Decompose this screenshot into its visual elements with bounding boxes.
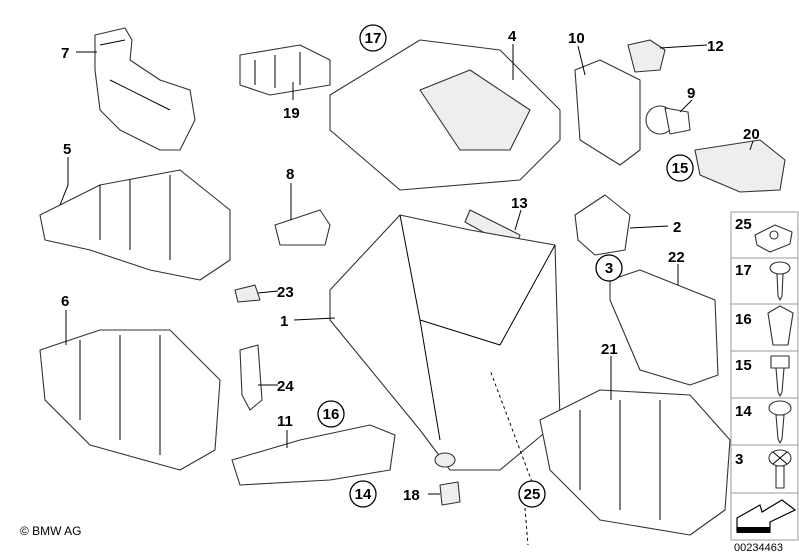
part-2-socket bbox=[574, 194, 631, 256]
part-10-bracket bbox=[574, 59, 641, 166]
part-23-clip bbox=[234, 284, 261, 303]
legend-label-15: 15 bbox=[735, 357, 752, 374]
legend-label-25: 25 bbox=[735, 216, 752, 233]
part-5-carrier bbox=[39, 169, 231, 281]
fastener-legend: 25 17 16 15 14 3 bbox=[730, 211, 799, 541]
image-code: 00234463 bbox=[734, 542, 783, 554]
label-9: 9 bbox=[687, 85, 695, 102]
label-1: 1 bbox=[280, 313, 288, 330]
label-12: 12 bbox=[707, 38, 724, 55]
part-22-plate bbox=[609, 269, 719, 386]
label-7: 7 bbox=[61, 45, 69, 62]
circled-label-15: 15 bbox=[672, 160, 689, 177]
part-18-grommet bbox=[439, 481, 461, 506]
legend-label-14: 14 bbox=[735, 403, 752, 420]
label-23: 23 bbox=[277, 284, 294, 301]
label-19: 19 bbox=[283, 105, 300, 122]
circled-label-14: 14 bbox=[355, 486, 372, 503]
circled-label-3: 3 bbox=[605, 260, 613, 277]
legend-label-16: 16 bbox=[735, 311, 752, 328]
phillips-screw-icon bbox=[768, 449, 792, 489]
part-20-cover bbox=[694, 139, 786, 193]
label-22: 22 bbox=[668, 249, 685, 266]
expanding-nut-icon bbox=[767, 305, 794, 346]
hex-screw-icon bbox=[770, 355, 790, 397]
part-9-connector bbox=[645, 105, 691, 135]
part-24-clip bbox=[239, 344, 263, 411]
circled-label-16: 16 bbox=[323, 406, 340, 423]
circled-label-17: 17 bbox=[365, 30, 382, 47]
label-5: 5 bbox=[63, 141, 71, 158]
label-6: 6 bbox=[61, 293, 69, 310]
part-1-box bbox=[329, 214, 561, 471]
label-8: 8 bbox=[286, 166, 294, 183]
circled-label-25: 25 bbox=[524, 486, 541, 503]
flange-screw-icon bbox=[768, 400, 792, 444]
label-2: 2 bbox=[673, 219, 681, 236]
part-6-carrier bbox=[39, 329, 221, 471]
leader-lines bbox=[59, 44, 754, 546]
label-20: 20 bbox=[743, 126, 760, 143]
label-24: 24 bbox=[277, 378, 294, 395]
part-21-carrier bbox=[539, 389, 731, 536]
part-7-cover bbox=[94, 27, 196, 151]
part-19-holder bbox=[239, 44, 331, 96]
copyright-text: © BMW AG bbox=[20, 524, 82, 538]
part-labels: 7 19 4 10 12 9 20 5 8 13 2 22 23 1 6 21 … bbox=[61, 28, 760, 504]
part-12-relay bbox=[627, 39, 666, 73]
label-11: 11 bbox=[277, 413, 293, 430]
label-21: 21 bbox=[601, 341, 618, 358]
part-8-clip bbox=[274, 209, 331, 246]
label-4: 4 bbox=[508, 28, 517, 45]
label-13: 13 bbox=[511, 195, 528, 212]
label-10: 10 bbox=[568, 30, 585, 47]
screw-icon bbox=[769, 261, 791, 301]
legend-label-3: 3 bbox=[735, 451, 743, 468]
direction-arrow-icon bbox=[736, 499, 797, 533]
circled-labels: 17 15 3 16 14 25 bbox=[317, 24, 694, 508]
clip-nut-icon bbox=[754, 224, 793, 253]
label-18: 18 bbox=[403, 487, 420, 504]
part-11-bracket bbox=[231, 424, 396, 486]
part-4-lid bbox=[329, 39, 561, 191]
legend-label-17: 17 bbox=[735, 262, 752, 279]
